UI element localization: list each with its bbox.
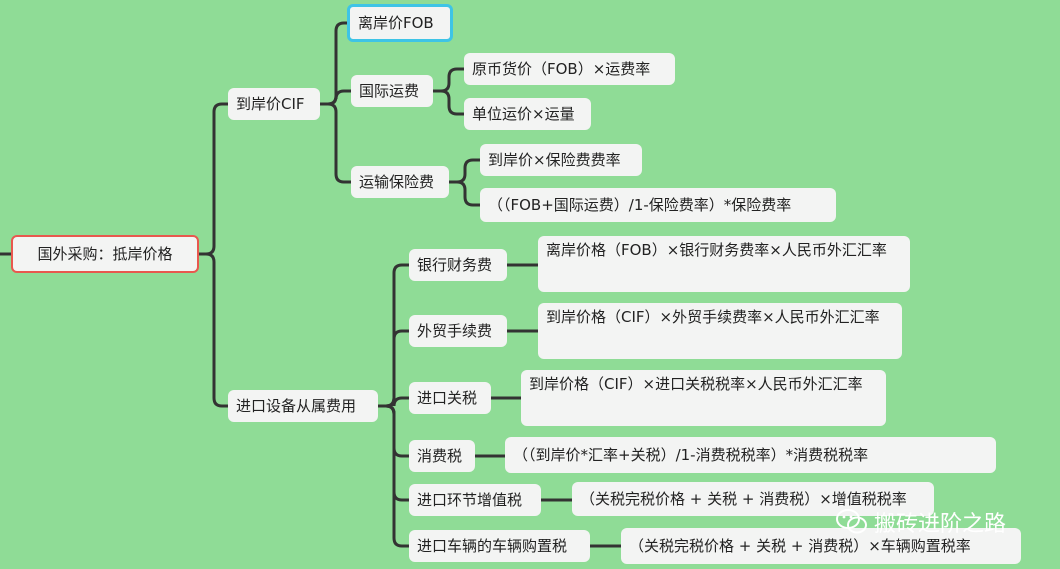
root-node[interactable]: 国外采购：抵岸价格 — [11, 235, 199, 273]
node-fob[interactable]: 离岸价FOB — [347, 4, 453, 42]
leaf-import-duty[interactable]: 到岸价格（CIF）×进口关税税率×人民币外汇汇率 — [521, 370, 886, 426]
link-freight-2 — [431, 89, 466, 116]
link-ancillary-5 — [376, 404, 411, 548]
link-root-ancillary — [197, 252, 230, 408]
node-consumption-tax[interactable]: 消费税 — [409, 440, 475, 472]
link-insurance-2 — [447, 180, 482, 207]
watermark-text: 搬砖进阶之路 — [874, 512, 1007, 537]
node-vat[interactable]: 进口环节增值税 — [409, 484, 541, 516]
link-freight-1 — [431, 67, 466, 93]
node-bank-fee[interactable]: 银行财务费 — [409, 249, 507, 281]
link-root-cif — [197, 102, 230, 256]
leaf-insurance-2[interactable]: （（FOB+国际运费）/1-保险费率）*保险费率 — [480, 188, 836, 222]
node-import-duty[interactable]: 进口关税 — [409, 382, 491, 414]
leaf-freight-2[interactable]: 单位运价×运量 — [464, 98, 591, 130]
leaf-freight-1[interactable]: 原币货价（FOB）×运费率 — [464, 53, 675, 85]
leaf-vat[interactable]: （关税完税价格 + 关税 + 消费税）×增值税税率 — [572, 482, 934, 516]
branch-cif[interactable]: 到岸价CIF — [228, 88, 320, 120]
wechat-icon — [836, 509, 867, 534]
link-ancillary-1 — [376, 329, 411, 408]
leaf-consumption-tax[interactable]: （（到岸价*汇率+关税）/1-消费税税率）*消费税税率 — [505, 437, 996, 473]
node-freight[interactable]: 国际运费 — [351, 75, 433, 107]
link-insurance-1 — [447, 158, 482, 184]
node-vehicle-tax[interactable]: 进口车辆的车辆购置税 — [409, 530, 590, 562]
leaf-trade-fee[interactable]: 到岸价格（CIF）×外贸手续费率×人民币外汇汇率 — [538, 303, 902, 359]
node-trade-fee[interactable]: 外贸手续费 — [409, 315, 507, 347]
node-insurance[interactable]: 运输保险费 — [351, 166, 449, 198]
branch-ancillary[interactable]: 进口设备从属费用 — [228, 390, 378, 422]
link-cif-insurance — [318, 102, 353, 184]
leaf-insurance-1[interactable]: 到岸价×保险费费率 — [480, 144, 642, 176]
leaf-bank-fee[interactable]: 离岸价格（FOB）×银行财务费率×人民币外汇汇率 — [538, 236, 910, 292]
watermark: 搬砖进阶之路 — [836, 505, 1006, 539]
leaf-vehicle-tax[interactable]: （关税完税价格 + 关税 + 消费税）×车辆购置税率 — [621, 528, 1021, 564]
